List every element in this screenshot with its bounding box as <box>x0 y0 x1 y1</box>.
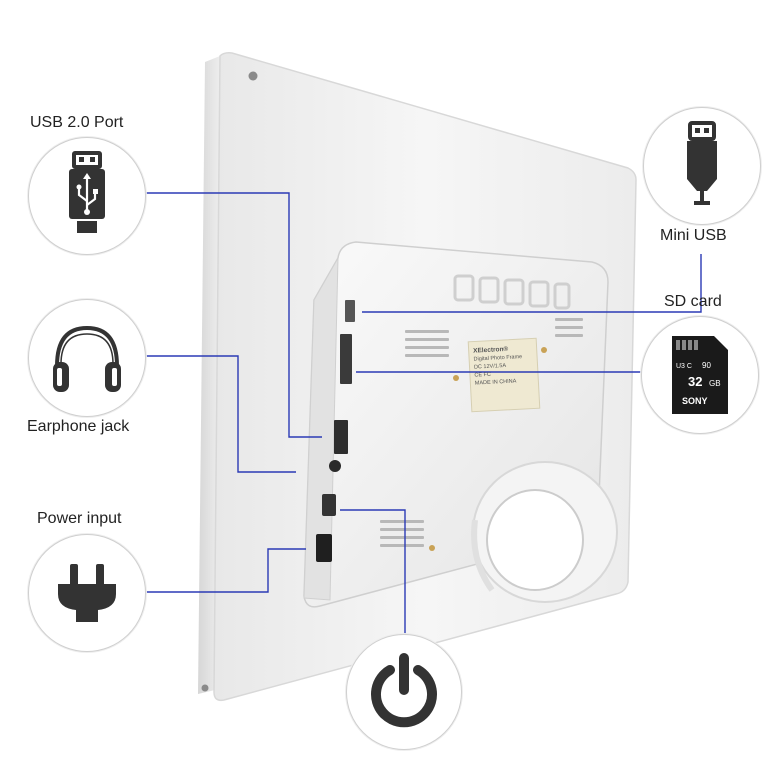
headphones-icon-circle <box>28 299 146 417</box>
sticker-text: XElectron® Digital Photo Frame DC 12V/1.… <box>473 344 537 387</box>
callout-power-input <box>144 548 306 593</box>
usb-port-label: USB 2.0 Port <box>30 114 124 131</box>
module-screw <box>429 545 435 551</box>
headphones-icon <box>53 325 121 392</box>
usb-icon <box>69 151 105 233</box>
callout-lines <box>144 192 702 634</box>
usb-icon-circle <box>28 137 146 255</box>
mini-usb-label: Mini USB <box>660 227 727 244</box>
mini-usb-icon-circle <box>643 107 761 225</box>
power-switch <box>322 494 336 516</box>
embossed-logo <box>453 274 571 310</box>
plug-icon <box>58 564 116 622</box>
usb-port <box>334 420 348 454</box>
label-sticker <box>467 337 541 413</box>
svg-text:U3 C: U3 C <box>676 363 692 370</box>
screw-hole <box>201 684 209 692</box>
sd-card-icon: U3 C 90 32 GB SONY <box>672 336 728 414</box>
module-screw <box>541 347 547 353</box>
plug-icon-circle <box>28 534 146 652</box>
power-icon-circle <box>346 634 462 750</box>
earphone-port <box>329 460 341 472</box>
sd-card-icon-circle: U3 C 90 32 GB SONY <box>641 316 759 434</box>
earphone-label: Earphone jack <box>27 418 130 435</box>
callout-earphone <box>144 355 296 473</box>
mini-usb-port <box>345 300 355 322</box>
module-screw <box>453 375 459 381</box>
sd-speed: 90 <box>702 361 711 370</box>
sd-capacity: 32 <box>688 374 702 389</box>
power-icon <box>371 653 437 728</box>
sd-card-slot <box>340 334 352 384</box>
power-input-label: Power input <box>37 510 122 527</box>
mini-usb-icon <box>687 121 717 205</box>
callout-usb <box>144 192 322 438</box>
stand-ring <box>471 461 618 603</box>
sd-brand: SONY <box>682 396 708 406</box>
dc-power-port <box>316 534 332 562</box>
frame-edge <box>198 56 220 694</box>
screw-hole <box>248 71 258 81</box>
sd-card-label: SD card <box>664 293 722 310</box>
callout-power-switch <box>340 509 406 634</box>
sd-unit: GB <box>709 379 721 388</box>
callout-mini-usb <box>362 254 702 313</box>
